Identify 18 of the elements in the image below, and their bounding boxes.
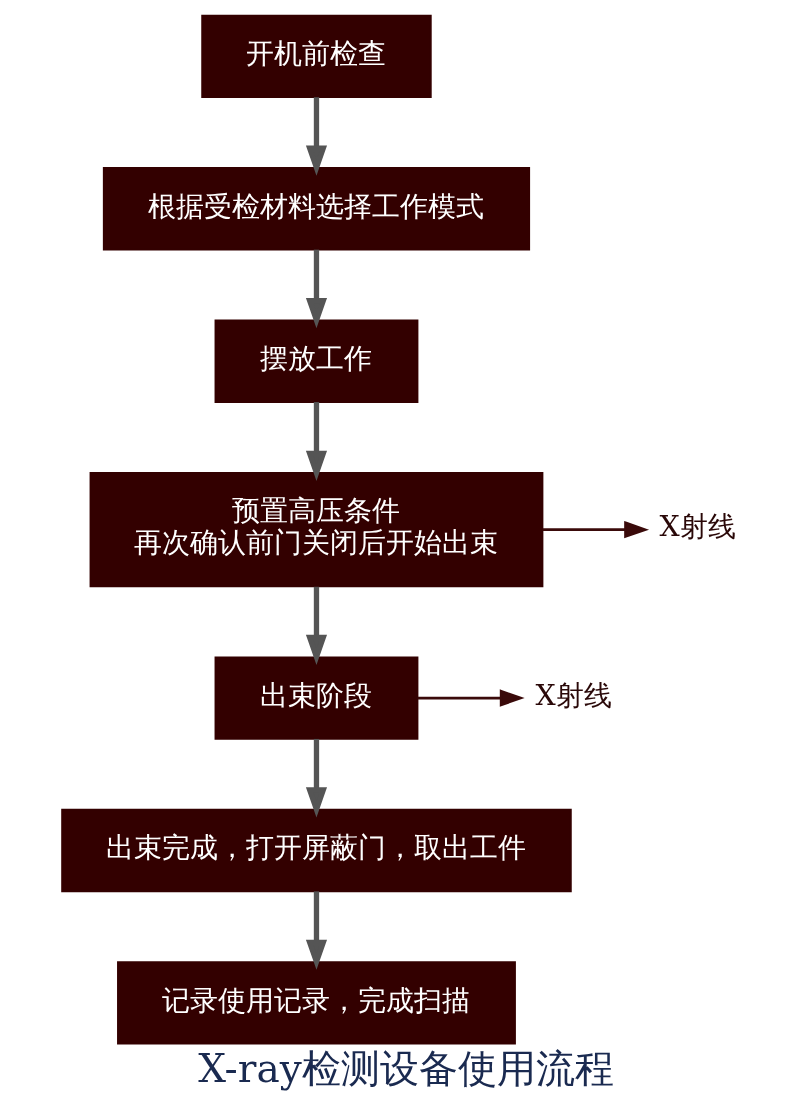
caption: X-ray检测设备使用流程 [197,1046,614,1092]
node-box: 记录使用记录，完成扫描 [116,961,516,1045]
node-text: X射线 [659,510,736,544]
node-box: 出束完成，打开屏蔽门，取出工件 [60,808,572,893]
node-box: 出束阶段 [214,656,418,740]
arrow [305,738,327,818]
arrow [305,249,327,329]
node-box: 摆放工作 [214,319,418,403]
arrow [305,402,327,481]
node-text: X射线 [534,678,612,712]
node-box: 根据受检材料选择工作模式 [102,167,530,251]
node-box: 开机前检查 [200,14,432,98]
arrow [305,891,327,970]
arrow [542,520,649,539]
arrow [417,689,525,707]
arrow [305,586,327,665]
node-box: 预置高压条件 再次确认前门关闭后开始出束 [89,472,543,588]
arrow [305,97,327,176]
